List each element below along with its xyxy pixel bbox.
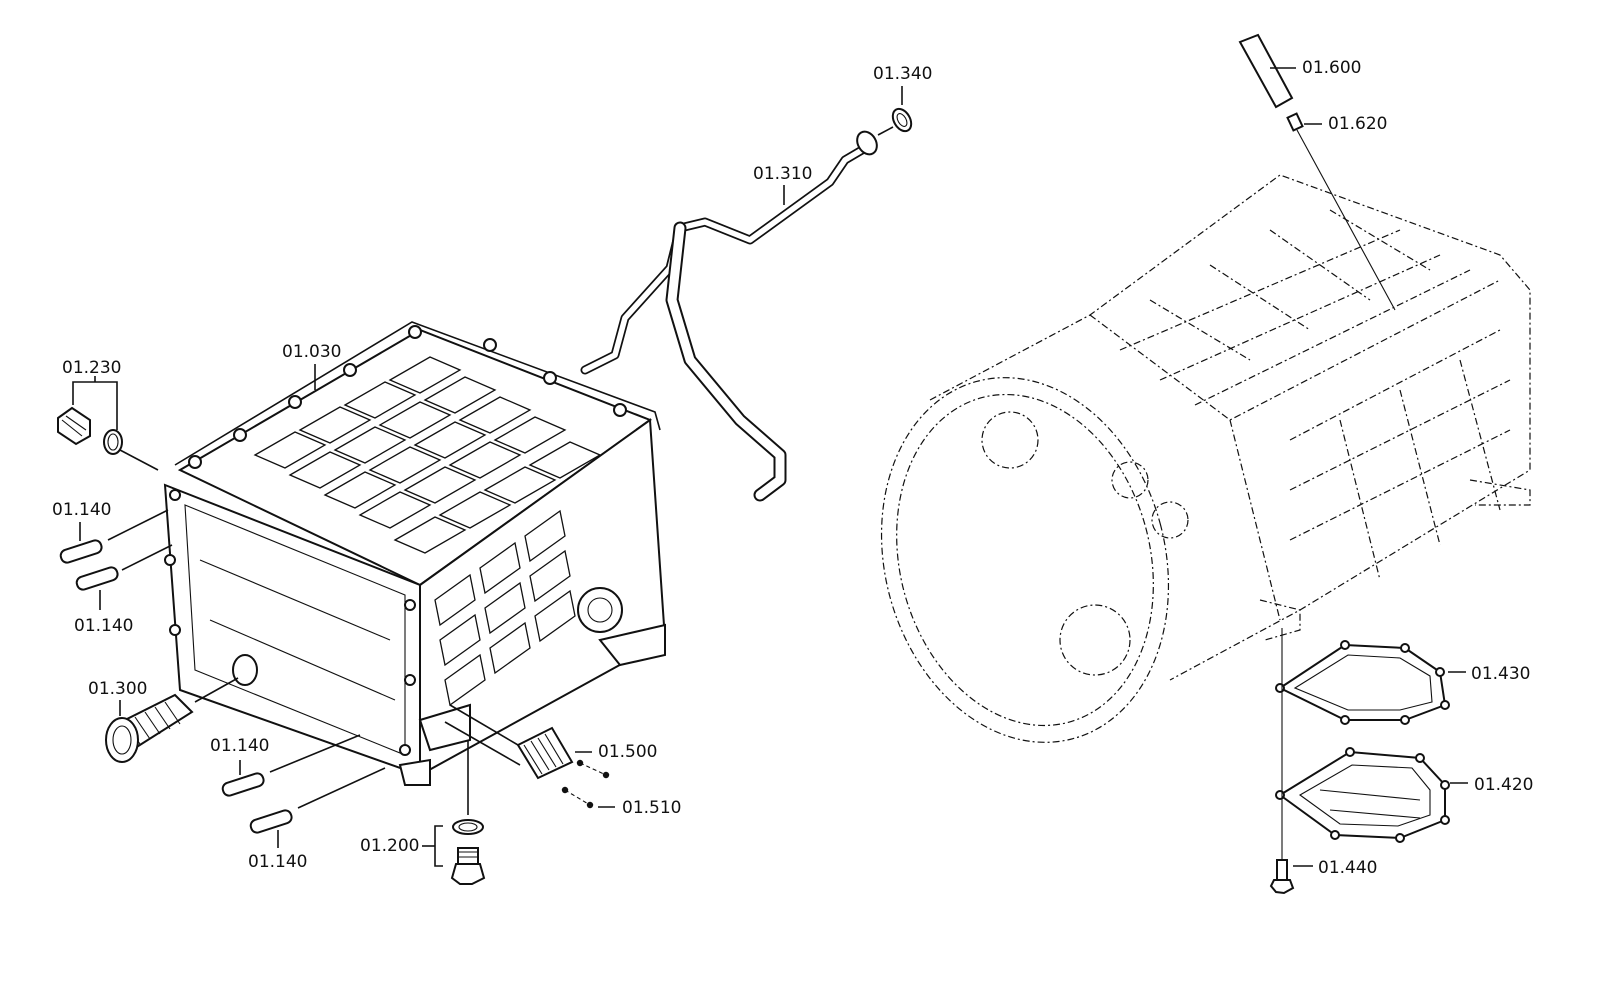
housing-top-ribs — [253, 356, 602, 554]
part-01200-drain-plug — [422, 740, 486, 885]
callout-01420: 01.420 — [1474, 775, 1533, 795]
callout-01510: 01.510 — [622, 798, 681, 818]
part-01440-bolt — [1269, 628, 1313, 895]
housing-side-ribs — [434, 509, 666, 707]
part-01340-seal-ring — [877, 86, 913, 136]
callout-01500: 01.500 — [598, 742, 657, 762]
callout-01200: 01.200 — [360, 836, 419, 856]
callout-01300: 01.300 — [88, 679, 147, 699]
callout-labels: 01.030 01.230 01.140 01.140 01.300 01.14… — [52, 58, 1533, 878]
part-01300-filter-sleeve — [105, 677, 239, 763]
callout-01030: 01.030 — [282, 342, 341, 362]
part-01620-plug — [1286, 112, 1396, 311]
gearbox-housing-left — [163, 321, 667, 786]
callout-01620: 01.620 — [1328, 114, 1387, 134]
callout-01430: 01.430 — [1471, 664, 1530, 684]
callout-01230: 01.230 — [62, 358, 121, 378]
callout-01140-d: 01.140 — [248, 852, 307, 872]
part-01430-gasket — [1275, 640, 1466, 725]
callout-01440: 01.440 — [1318, 858, 1377, 878]
callout-01310: 01.310 — [753, 164, 812, 184]
part-01510-balls — [561, 759, 615, 809]
part-01310-breather-pipe — [580, 130, 878, 502]
part-01140-dowel-pins — [59, 509, 386, 848]
part-01420-cover-plate — [1275, 747, 1468, 843]
callout-01140-b: 01.140 — [74, 616, 133, 636]
callout-01140-c: 01.140 — [210, 736, 269, 756]
part-01230-plug-and-ring — [57, 376, 159, 471]
callout-01140-a: 01.140 — [52, 500, 111, 520]
housing-bolt-bosses — [164, 325, 627, 756]
callout-01600: 01.600 — [1302, 58, 1361, 78]
callout-01340: 01.340 — [873, 64, 932, 84]
part-01500-needle-cage — [444, 704, 592, 780]
part-01600-dipstick-tube — [1238, 33, 1296, 109]
